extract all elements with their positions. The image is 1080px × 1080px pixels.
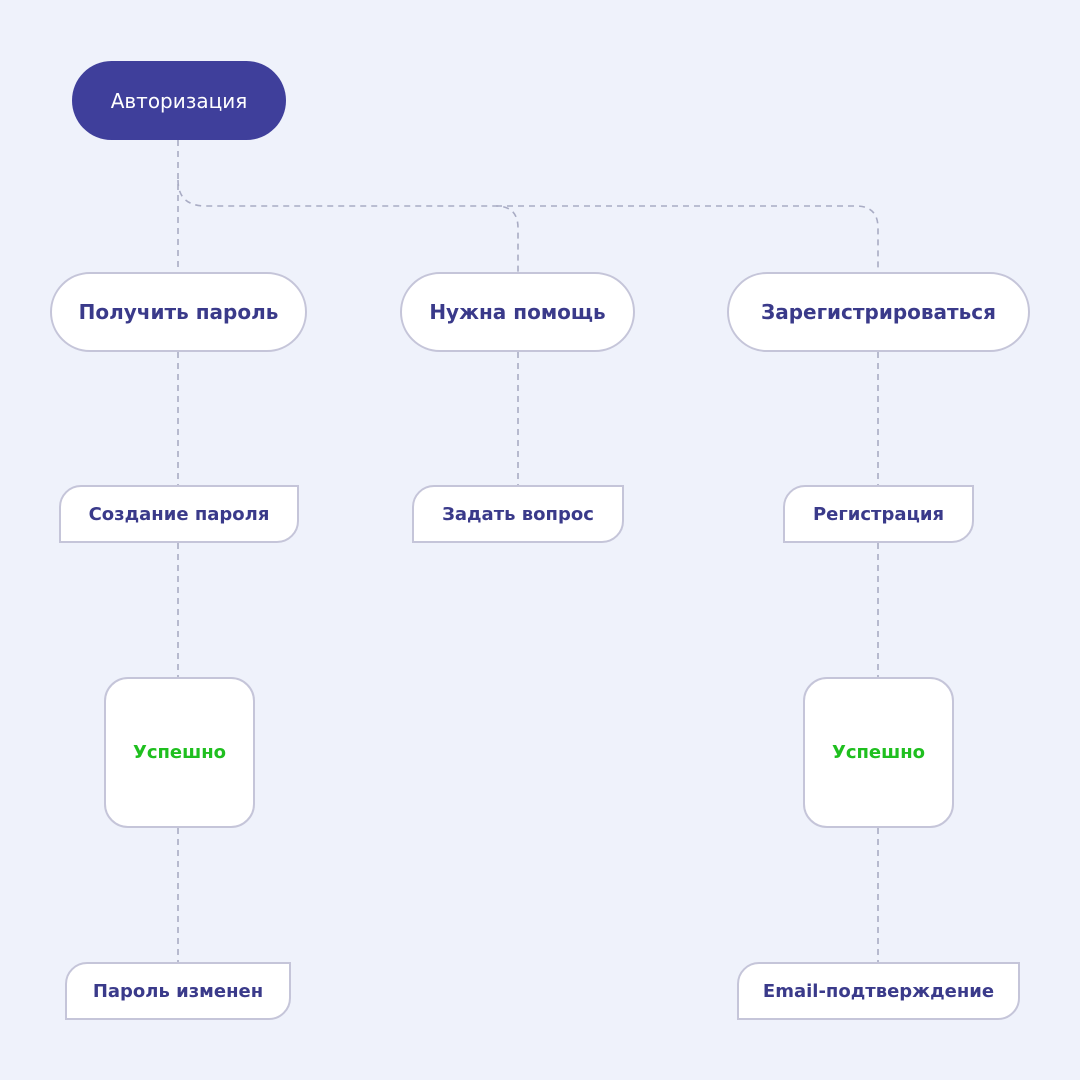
status-node-success-registration: Успешно <box>803 677 954 828</box>
branch-node-label: Нужна помощь <box>429 300 606 324</box>
root-node: Авторизация <box>72 61 286 140</box>
status-node-label: Успешно <box>831 742 926 763</box>
branch-node-need-help: Нужна помощь <box>400 272 635 352</box>
branch-node-register: Зарегистрироваться <box>727 272 1030 352</box>
step-node-create-password: Создание пароля <box>59 485 299 543</box>
branch-node-get-password: Получить пароль <box>50 272 307 352</box>
result-node-label: Пароль изменен <box>92 980 264 1002</box>
result-node-password-changed: Пароль изменен <box>65 962 291 1020</box>
branch-node-label: Получить пароль <box>78 300 279 324</box>
branch-node-label: Зарегистрироваться <box>761 300 996 324</box>
result-node-email-confirmation: Email-подтверждение <box>737 962 1020 1020</box>
result-node-label: Email-подтверждение <box>762 980 995 1002</box>
step-node-registration: Регистрация <box>783 485 974 543</box>
connector-root-to-col3 <box>496 205 879 272</box>
step-node-label: Создание пароля <box>88 503 270 525</box>
step-node-label: Задать вопрос <box>442 503 594 525</box>
connector-root-to-col2 <box>177 179 519 272</box>
status-node-success-password: Успешно <box>104 677 255 828</box>
step-node-label: Регистрация <box>812 503 945 525</box>
root-node-label: Авторизация <box>110 88 248 113</box>
step-node-ask-question: Задать вопрос <box>412 485 624 543</box>
status-node-label: Успешно <box>132 742 227 763</box>
